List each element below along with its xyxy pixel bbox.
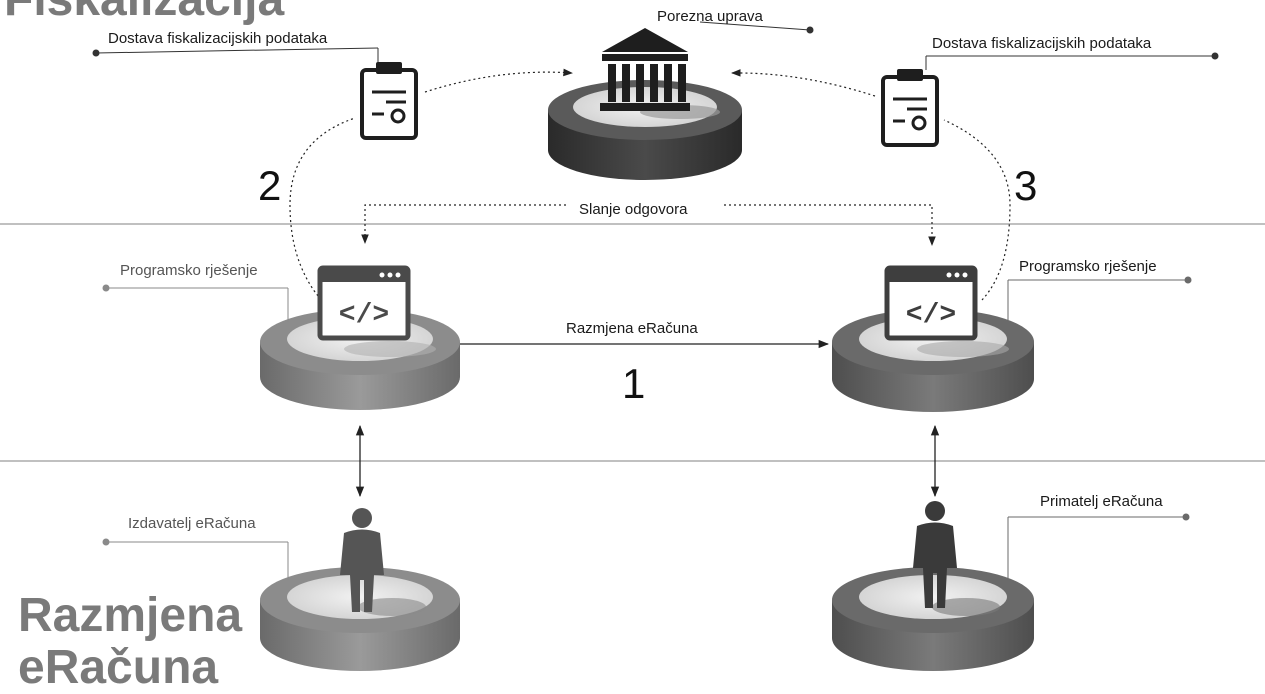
recipient-label: Primatelj eRačuna bbox=[1040, 493, 1163, 510]
response-arrow-right bbox=[724, 204, 936, 246]
response-label: Slanje odgovora bbox=[579, 201, 688, 218]
exchange-label: Razmjena eRačuna bbox=[566, 320, 698, 337]
response-arrow-left bbox=[361, 204, 566, 244]
software-right-label: Programsko rješenje bbox=[1019, 258, 1157, 275]
issuer-label: Izdavatelj eRačuna bbox=[128, 515, 256, 532]
code-window-icon: </> bbox=[317, 265, 411, 341]
software-right-node: </> bbox=[832, 265, 1034, 412]
tax-office-label: Porezna uprava bbox=[657, 8, 764, 25]
issuer-node bbox=[260, 508, 460, 671]
software-left-label: Programsko rješenje bbox=[120, 262, 258, 279]
person-icon bbox=[340, 508, 384, 612]
tax-office-node bbox=[548, 28, 742, 180]
certificate-document-icon bbox=[360, 62, 418, 140]
section-title-razmjena: Razmjena eRačuna bbox=[18, 590, 258, 694]
software-left-node: </> bbox=[260, 265, 460, 410]
step-3-path bbox=[943, 119, 1011, 301]
delivery-right-label: Dostava fiskalizacijskih podataka bbox=[932, 35, 1152, 52]
delivery-arrow-right bbox=[731, 69, 876, 97]
delivery-left-label: Dostava fiskalizacijskih podataka bbox=[108, 30, 328, 47]
step-2-number: 2 bbox=[258, 162, 281, 209]
person-icon bbox=[913, 501, 957, 608]
section-title-line-2: eRačuna bbox=[18, 641, 219, 694]
section-title-line-1: Razmjena bbox=[18, 589, 243, 642]
delivery-arrow-left bbox=[424, 68, 573, 93]
certificate-document-icon bbox=[881, 69, 939, 147]
step-2-path bbox=[289, 117, 356, 297]
step-3-number: 3 bbox=[1014, 162, 1037, 209]
step-1-number: 1 bbox=[622, 360, 645, 407]
recipient-node bbox=[832, 501, 1034, 671]
svg-text:</>: </> bbox=[339, 300, 389, 331]
bank-building-icon bbox=[600, 28, 690, 111]
code-window-icon: </> bbox=[884, 265, 978, 341]
svg-text:</>: </> bbox=[906, 300, 956, 331]
section-title-fiskalizacija: Fiskalizacija bbox=[4, 0, 284, 26]
